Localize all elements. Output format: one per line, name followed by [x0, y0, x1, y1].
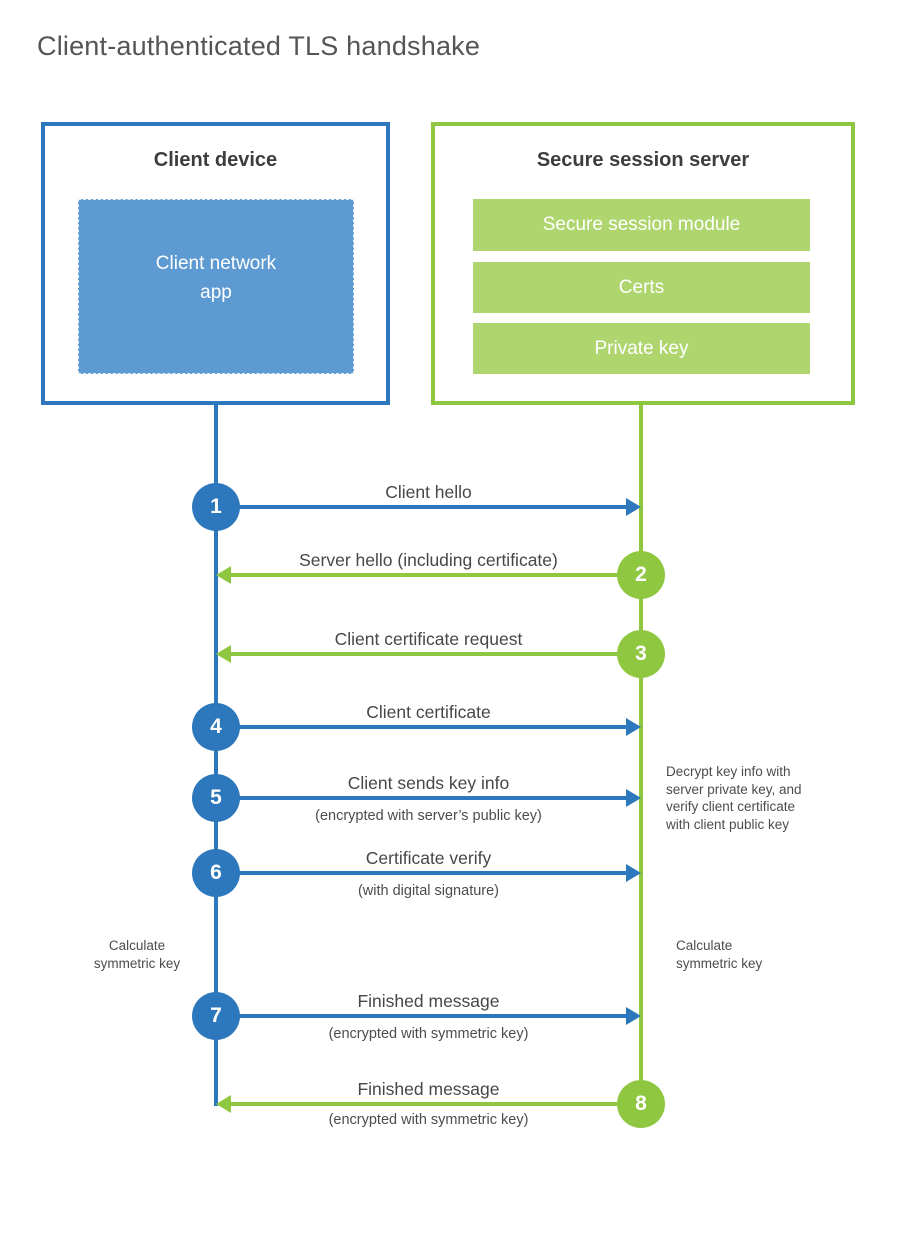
message-label: Client sends key info: [347, 773, 510, 793]
message-label: Client certificate request: [334, 629, 523, 649]
arrow-right-icon: [626, 498, 641, 516]
step-circle-7: 7: [192, 992, 240, 1040]
step-number: 4: [210, 715, 222, 738]
arrow-line: [216, 1014, 626, 1018]
step-number: 7: [210, 1004, 222, 1027]
note-calculate-symmetric-key-client: Calculate symmetric key: [93, 938, 181, 971]
step-circle-6: 6: [192, 849, 240, 897]
server-module-bar-private-key: Private key: [473, 323, 810, 374]
server-lifeline: [639, 405, 643, 1106]
arrow-line: [216, 796, 626, 800]
client-lifeline: [214, 405, 218, 1106]
arrow-right-icon: [626, 789, 641, 807]
step-circle-2: 2: [617, 551, 665, 599]
step-number: 6: [210, 861, 222, 884]
server-module-bar-secure-session: Secure session module: [473, 199, 810, 251]
step-circle-4: 4: [192, 703, 240, 751]
arrow-right-icon: [626, 718, 641, 736]
note-decrypt-key-info: Decrypt key info with server private key…: [666, 764, 802, 832]
step-number: 1: [210, 495, 222, 518]
step-number: 3: [635, 642, 647, 665]
arrow-right-icon: [626, 1007, 641, 1025]
message-label: Finished message: [357, 1079, 500, 1099]
server-title: Secure session server: [536, 149, 750, 171]
arrow-left-icon: [216, 566, 231, 584]
arrow-line: [216, 725, 626, 729]
message-sublabel: (encrypted with symmetric key): [328, 1112, 529, 1128]
step-circle-3: 3: [617, 630, 665, 678]
step-number: 5: [210, 786, 222, 809]
page-title: Client-authenticated TLS handshake: [37, 31, 481, 61]
message-label: Finished message: [357, 991, 500, 1011]
arrow-line: [216, 505, 626, 509]
message-label: Client certificate: [366, 702, 491, 722]
step-number: 8: [635, 1092, 647, 1115]
message-label: Certificate verify: [365, 848, 492, 868]
arrow-line: [231, 1102, 639, 1106]
arrow-line: [231, 573, 639, 577]
client-network-app-box: Client network app: [78, 199, 354, 374]
message-sublabel: (encrypted with symmetric key): [328, 1026, 529, 1042]
server-module-bar-certs: Certs: [473, 262, 810, 313]
step-circle-5: 5: [192, 774, 240, 822]
message-sublabel: (encrypted with server’s public key): [315, 808, 542, 824]
note-calculate-symmetric-key-server: Calculate symmetric key: [676, 938, 763, 971]
arrow-left-icon: [216, 645, 231, 663]
step-number: 2: [635, 563, 647, 586]
arrow-line: [216, 871, 626, 875]
step-circle-8: 8: [617, 1080, 665, 1128]
step-circle-1: 1: [192, 483, 240, 531]
client-device-title: Client device: [153, 149, 278, 171]
message-label: Client hello: [385, 482, 472, 502]
message-sublabel: (with digital signature): [357, 883, 500, 899]
arrow-right-icon: [626, 864, 641, 882]
arrow-left-icon: [216, 1095, 231, 1113]
message-label: Server hello (including certificate): [299, 550, 558, 570]
arrow-line: [231, 652, 639, 656]
